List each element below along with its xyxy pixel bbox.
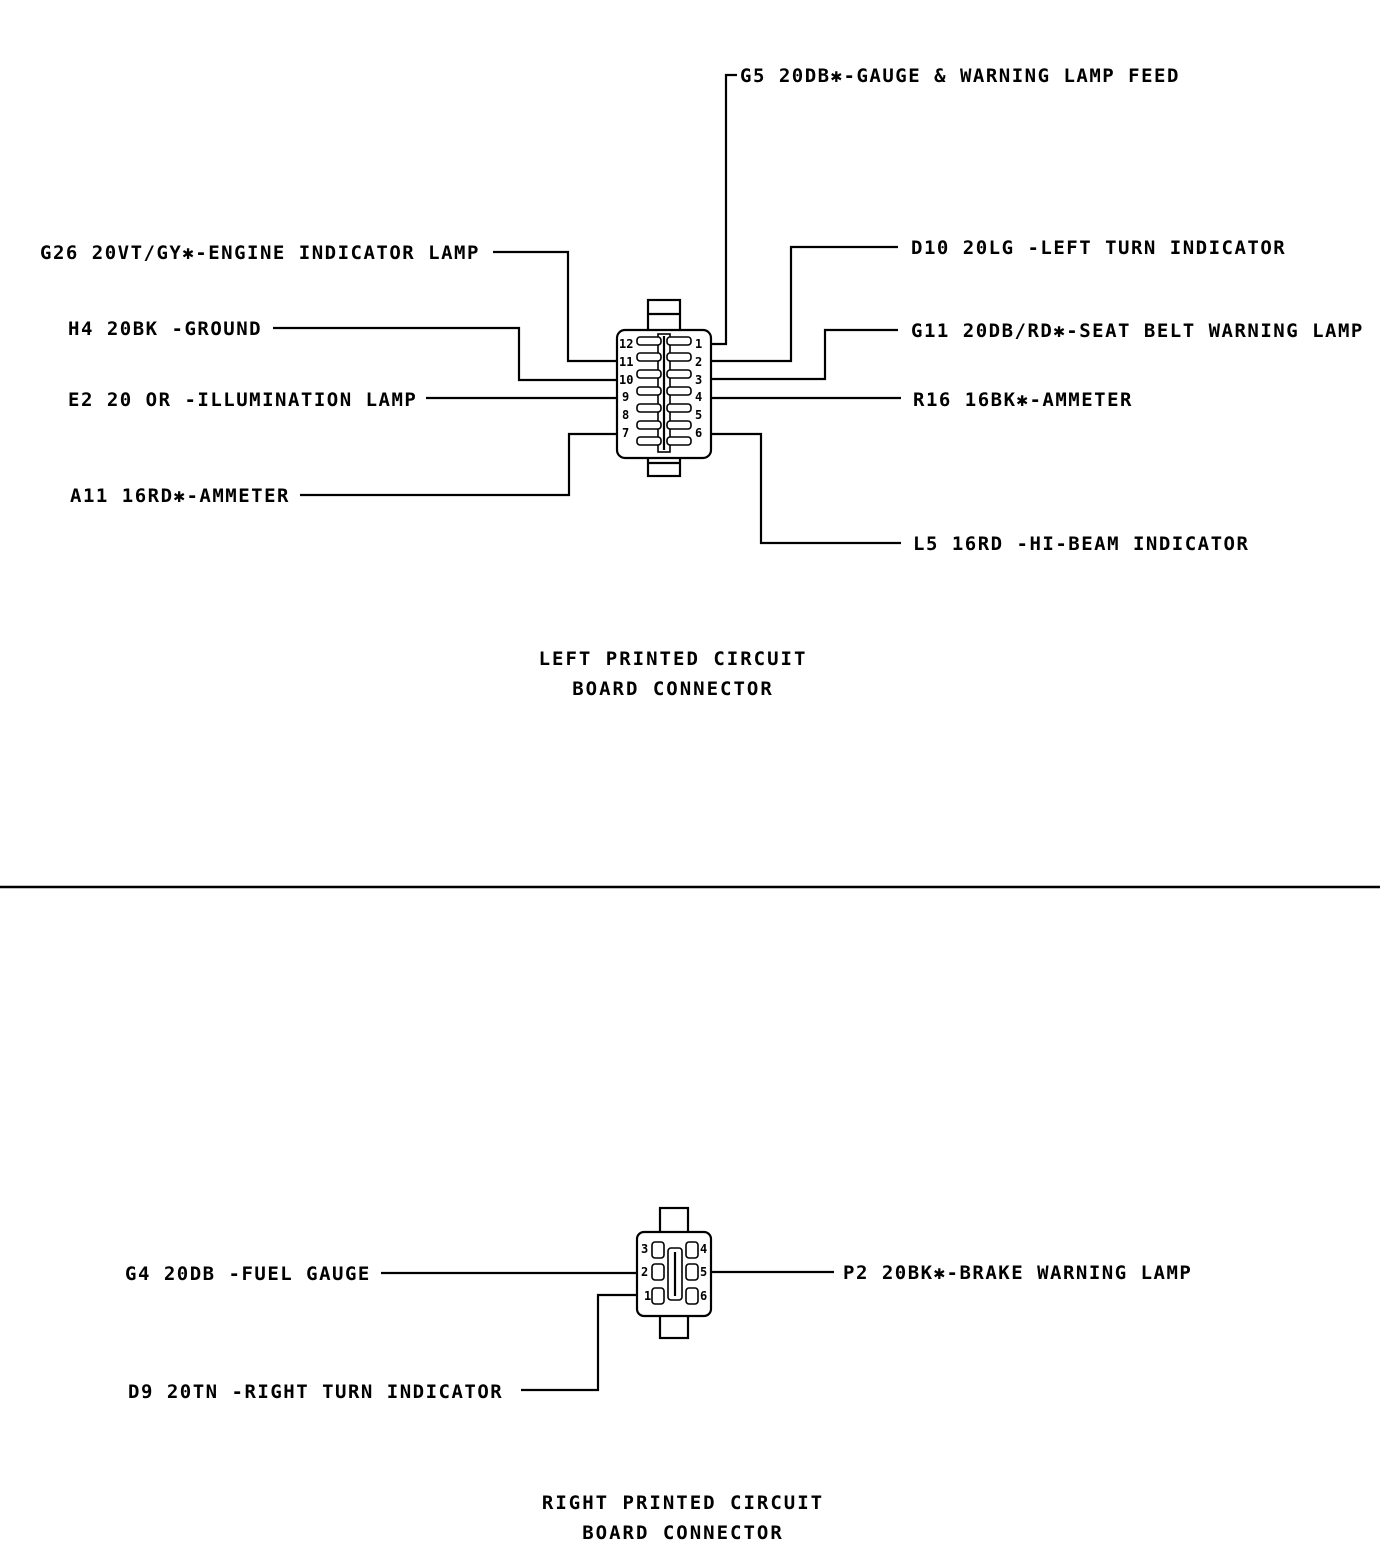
wire-a11 bbox=[300, 432, 616, 497]
label-p2: P2 20BK✱-BRAKE WARNING LAMP bbox=[843, 1262, 1192, 1284]
pin-6: 6 bbox=[695, 426, 702, 440]
wire-d10 bbox=[712, 245, 898, 363]
pin-12: 12 bbox=[619, 337, 633, 351]
label-a11: A11 16RD✱-AMMETER bbox=[70, 485, 290, 507]
label-e2: E2 20 OR -ILLUMINATION LAMP bbox=[68, 389, 417, 411]
pin-3: 3 bbox=[695, 373, 702, 387]
pin-2: 2 bbox=[695, 355, 702, 369]
label-r16: R16 16BK✱-AMMETER bbox=[913, 389, 1133, 411]
wire-g5 bbox=[712, 73, 737, 346]
right-connector-wires bbox=[381, 1270, 834, 1392]
left-connector: 12 11 10 9 8 7 1 2 3 4 5 6 bbox=[615, 298, 713, 478]
right-connector: 3 2 1 4 5 6 bbox=[635, 1206, 713, 1340]
pin-9: 9 bbox=[622, 390, 629, 404]
left-connector-wires bbox=[273, 73, 901, 545]
label-g11: G11 20DB/RD✱-SEAT BELT WARNING LAMP bbox=[911, 320, 1364, 342]
wire-g26 bbox=[493, 250, 616, 363]
right-connector-caption-line1: RIGHT PRINTED CIRCUIT bbox=[542, 1492, 824, 1514]
left-connector-terminals-right bbox=[666, 336, 692, 446]
pin-6: 6 bbox=[700, 1289, 707, 1303]
left-connector-terminals-left bbox=[636, 336, 662, 446]
wire-g11 bbox=[712, 328, 898, 381]
label-g4: G4 20DB -FUEL GAUGE bbox=[125, 1263, 371, 1285]
left-connector-caption-line2: BOARD CONNECTOR bbox=[572, 678, 774, 700]
pin-4: 4 bbox=[695, 390, 702, 404]
label-g5: G5 20DB✱-GAUGE & WARNING LAMP FEED bbox=[740, 65, 1180, 87]
pin-1: 1 bbox=[644, 1289, 651, 1303]
pin-10: 10 bbox=[619, 373, 633, 387]
pin-11: 11 bbox=[619, 355, 633, 369]
label-d10: D10 20LG -LEFT TURN INDICATOR bbox=[911, 237, 1286, 259]
label-d9: D9 20TN -RIGHT TURN INDICATOR bbox=[128, 1381, 503, 1403]
pin-5: 5 bbox=[700, 1265, 707, 1279]
pin-4: 4 bbox=[700, 1242, 707, 1256]
pin-5: 5 bbox=[695, 408, 702, 422]
pin-2: 2 bbox=[641, 1265, 648, 1279]
right-connector-caption-line2: BOARD CONNECTOR bbox=[582, 1522, 784, 1544]
pin-8: 8 bbox=[622, 408, 629, 422]
wire-d9 bbox=[521, 1293, 636, 1392]
left-connector-caption-line1: LEFT PRINTED CIRCUIT bbox=[539, 648, 808, 670]
label-g26: G26 20VT/GY✱-ENGINE INDICATOR LAMP bbox=[40, 242, 480, 264]
label-h4: H4 20BK -GROUND bbox=[68, 318, 262, 340]
wire-l5 bbox=[712, 432, 901, 545]
pin-7: 7 bbox=[622, 426, 629, 440]
wire-h4 bbox=[273, 326, 616, 382]
pin-3: 3 bbox=[641, 1242, 648, 1256]
pin-1: 1 bbox=[695, 337, 702, 351]
label-l5: L5 16RD -HI-BEAM INDICATOR bbox=[913, 533, 1249, 555]
